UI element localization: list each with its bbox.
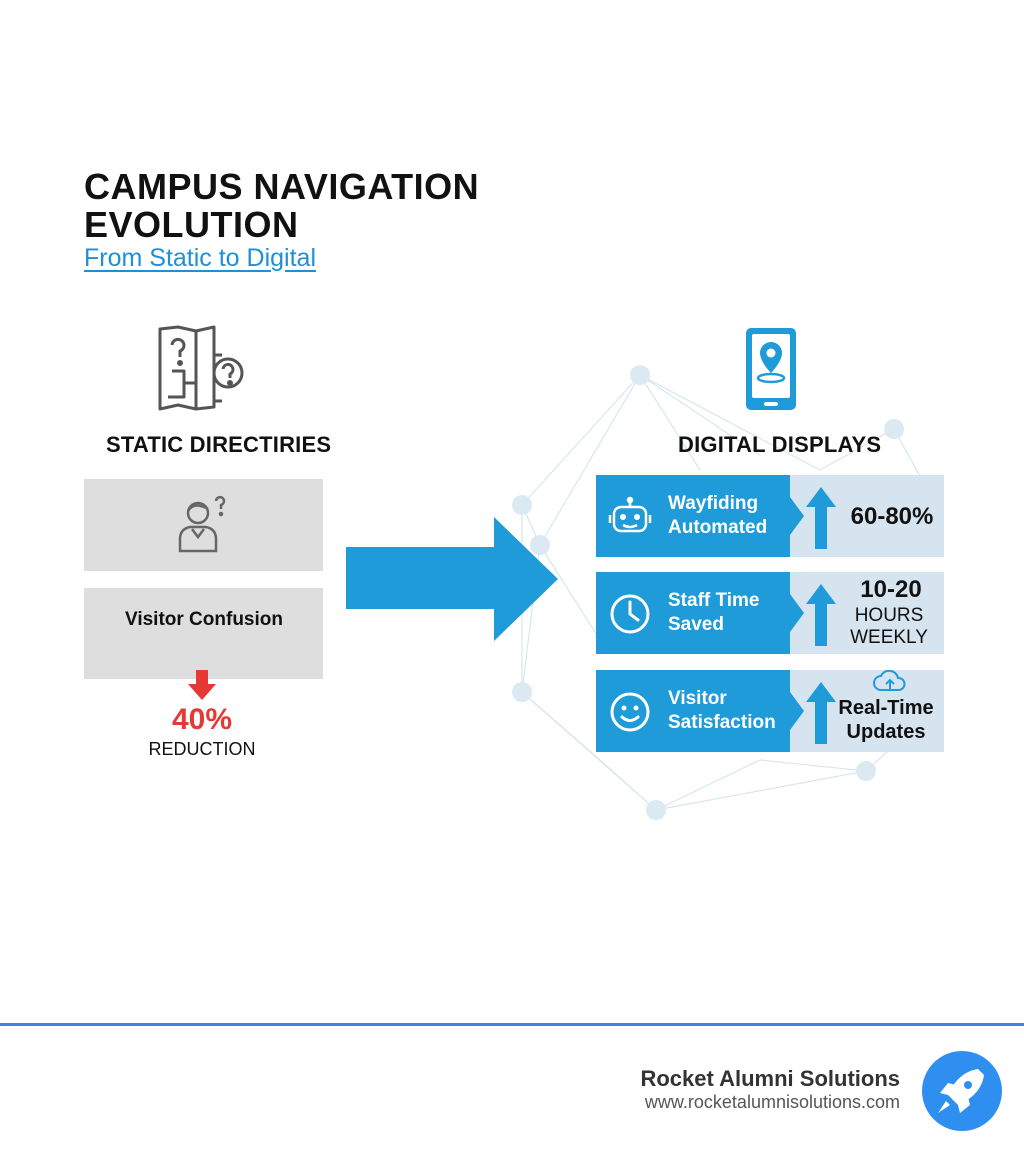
clock-icon [610,594,650,634]
metric-label-panel [596,670,790,752]
page-subtitle: From Static to Digital [84,244,317,272]
digital-section-label: DIGITAL DISPLAYS [678,432,882,457]
reduction-value: 40% [171,703,233,736]
metric-row-wayfinding: Wayfiding Automated 60-80% [596,475,944,557]
reduction-label: REDUCTION [148,739,256,759]
visitor-confusion-panel: Visitor Confusion [84,588,323,679]
visitor-confusion-label: Visitor Confusion [125,609,283,630]
static-section-label: STATIC DIRECTIRIES [106,432,332,457]
metric-value: Real-Time Updates [838,697,934,743]
metric-label-panel [596,572,790,654]
transition-arrow-icon [346,517,558,641]
rocket-icon [938,1069,984,1113]
robot-icon [608,496,652,533]
up-arrow-icon [806,487,836,549]
smiley-icon [610,692,650,732]
metric-label: Wayfiding Automated [668,493,768,538]
confused-person-icon [178,495,226,553]
metric-value: 60-80% [850,503,934,530]
up-arrow-icon [806,682,836,744]
rocket-logo [922,1051,1002,1131]
metric-row-staff-time: Staff Time Saved 10-20 HOURS WEEKLY [596,572,944,654]
footer-divider [0,1023,1024,1026]
brand-name: Rocket Alumni Solutions [640,1066,900,1091]
metric-label-panel [596,475,790,557]
metric-value-unit: HOURS WEEKLY [850,605,928,648]
map-question-icon [158,325,244,411]
metric-label: Staff Time Saved [668,590,760,635]
page-title: CAMPUS NAVIGATION EVOLUTION [84,166,480,245]
down-arrow-icon [188,670,216,700]
metric-row-satisfaction: Visitor Satisfaction Real-Time Updates [596,670,944,752]
phone-location-icon [746,328,796,410]
cloud-upload-icon [873,670,906,691]
brand-url[interactable]: www.rocketalumnisolutions.com [644,1092,900,1112]
metric-value: 10-20 [860,576,922,603]
up-arrow-icon [806,584,836,646]
visitor-icon-panel [84,479,323,571]
metric-label: Visitor Satisfaction [668,688,776,733]
